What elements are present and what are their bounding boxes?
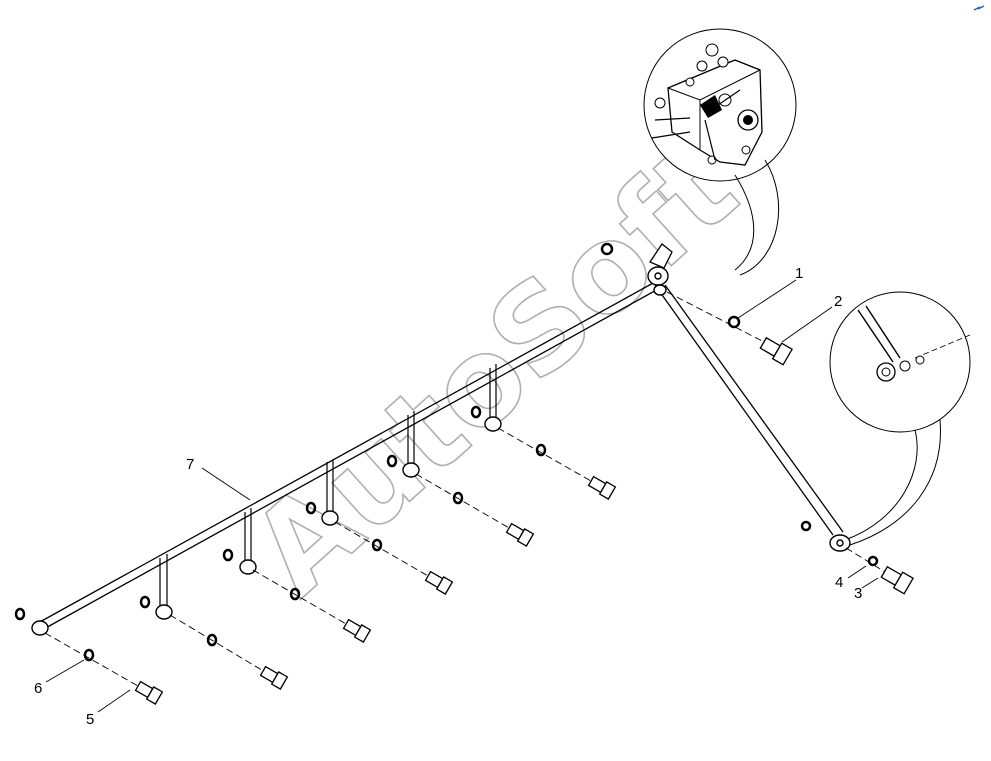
callout-2: 2 (834, 293, 842, 310)
bolts (134, 336, 914, 705)
banjo-bolt-icon (342, 618, 372, 643)
callout-6: 6 (34, 680, 42, 697)
fitting-detail-icon (829, 291, 971, 546)
washer-icon (371, 538, 383, 552)
washer-icon (289, 587, 301, 601)
banjo-bolt-icon (880, 565, 914, 595)
washer-icon (139, 595, 151, 609)
callout-3: 3 (854, 585, 862, 602)
leader-lines (45, 279, 879, 713)
banjo-bolt-icon (587, 475, 617, 500)
banjo-bolt-icon (134, 680, 164, 705)
banjo-bolt-icon (505, 522, 535, 547)
banjo-fitting-icon (484, 416, 502, 432)
washer-icon (452, 491, 464, 505)
callout-7: 7 (186, 456, 194, 473)
banjo-fitting-icon (155, 604, 173, 620)
washer-icon (206, 633, 218, 647)
washer-icon (800, 520, 812, 532)
tube-assembly (37, 281, 844, 631)
callout-5: 5 (86, 711, 94, 728)
washer-icon (867, 555, 879, 567)
washer-icon (305, 501, 317, 515)
washer-icon (386, 454, 398, 468)
washer-icon (727, 315, 741, 329)
callouts: 1 2 3 4 5 6 7 (34, 265, 862, 728)
washer-icon (535, 443, 547, 457)
washer-icon (222, 548, 234, 562)
washers (14, 242, 879, 662)
banjo-bolt-icon (759, 336, 793, 366)
washer-icon (470, 405, 482, 419)
washer-icon (83, 648, 95, 662)
banjo-fitting-icon (239, 559, 257, 575)
washer-icon (600, 242, 614, 256)
washer-icon (14, 607, 26, 621)
banjo-fittings (31, 243, 851, 636)
banjo-bolt-icon (259, 665, 289, 690)
banjo-fitting-icon (31, 620, 49, 636)
banjo-bolt-icon (424, 570, 454, 595)
banjo-fitting-icon (402, 462, 420, 478)
corner-mark (973, 5, 985, 11)
callout-1: 1 (795, 265, 803, 282)
callout-4: 4 (835, 574, 843, 591)
banjo-fitting-icon (321, 510, 339, 526)
valve-block-detail-icon (643, 28, 797, 276)
